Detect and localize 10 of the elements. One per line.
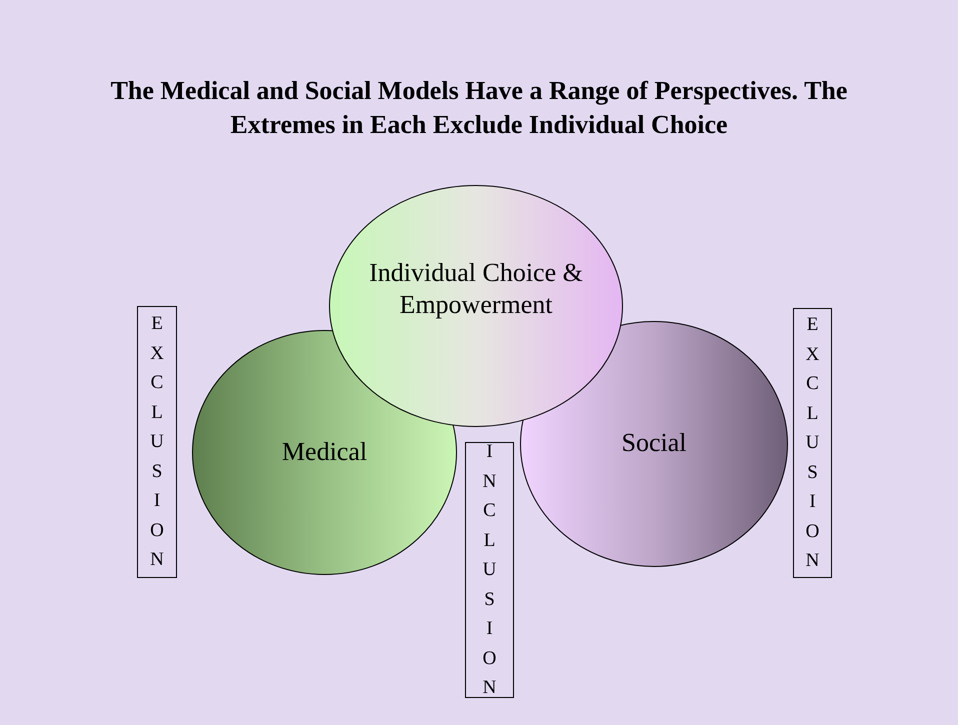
vertical-label: EXCLUSION [149,312,165,572]
vertical-text-box [465,442,514,698]
vertical-label: INCLUSION [482,440,498,700]
circle-label: Social [620,427,688,459]
diagram-title: The Medical and Social Models Have a Range of Perspectives. The Extremes in Each Exclude Individual Choice [110,75,848,141]
vertical-label: EXCLUSION [804,313,820,574]
vertical-text-box [793,308,832,578]
circle-label: Individual Choice & Empowerment [368,257,584,321]
circle-label: Medical [280,436,368,468]
vertical-text-box [137,306,177,578]
